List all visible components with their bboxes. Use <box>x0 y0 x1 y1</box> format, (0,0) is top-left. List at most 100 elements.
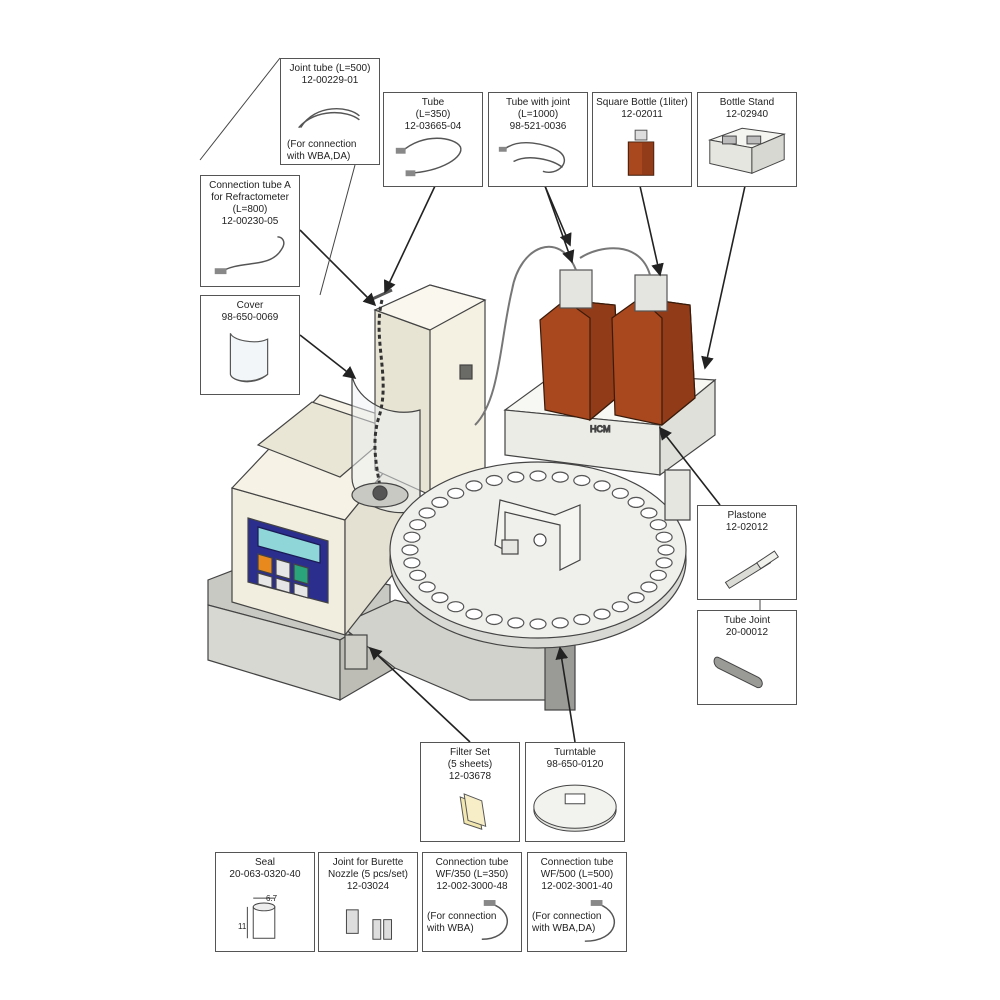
seal-icon <box>246 897 276 939</box>
part-name: Turntable <box>554 747 596 758</box>
part-code: 12-00229-01 <box>301 75 359 86</box>
connection-tube-a-icon <box>214 236 285 275</box>
part-name: Joint tube (L=500) <box>289 63 371 74</box>
sample-well <box>465 480 483 492</box>
sample-well <box>573 613 591 626</box>
part-code: 98-650-0120 <box>546 759 604 770</box>
burette-tower <box>351 284 487 514</box>
part-conn-tube-wf350: Connection tube WF/350 (L=350)12-002-300… <box>422 852 522 952</box>
part-tube-with-joint: Tube with joint (L=1000)98-521-0036 <box>488 92 588 187</box>
part-filter-set: Filter Set (5 sheets)12-03678 <box>420 742 520 842</box>
part-code: 12-03665-04 <box>404 121 462 132</box>
part-name: Bottle Stand <box>719 97 775 108</box>
sample-well <box>551 617 569 629</box>
stand-pillar <box>664 469 691 521</box>
sample-well <box>418 507 436 519</box>
part-connection-tube-a: Connection tube A for Refractometer (L=8… <box>200 175 300 287</box>
part-code: 12-002-3000-48 <box>436 881 508 892</box>
part-joint-burette: Joint for Burette Nozzle (5 pcs/set)12-0… <box>318 852 418 952</box>
sample-well <box>593 608 611 620</box>
part-name: Square Bottle (1liter) <box>596 97 688 108</box>
plastone-icon <box>724 550 780 589</box>
connection-tube-icon <box>481 900 508 940</box>
part-name: Connection tube A for Refractometer (L=8… <box>209 180 291 215</box>
part-name: Plastone <box>727 510 767 521</box>
joint-tube-icon <box>298 107 360 129</box>
part-code: 12-02011 <box>621 109 663 120</box>
reagent-bottles <box>474 245 696 427</box>
sample-well <box>409 519 427 531</box>
sample-well <box>657 544 675 556</box>
part-code: 12-00230-05 <box>221 216 279 227</box>
sample-well <box>507 471 525 483</box>
part-name: Tube (L=350) <box>415 97 451 120</box>
connection-tube-icon <box>584 900 616 942</box>
part-name: Filter Set (5 sheets) <box>447 747 493 770</box>
lcd-screen <box>257 526 321 564</box>
sample-well <box>649 519 667 531</box>
sample-well <box>447 601 465 613</box>
bottle-icon <box>627 129 655 176</box>
tube-with-joint-icon <box>498 142 566 174</box>
side-connector <box>344 634 368 670</box>
sample-well <box>529 618 547 630</box>
key-orange <box>257 553 273 575</box>
part-note: (For connection with WBA) <box>427 911 497 934</box>
sample-well <box>627 496 645 508</box>
joint-burette-icon <box>345 909 393 940</box>
bottle-stand-icon <box>707 127 787 175</box>
filter-icon <box>459 793 487 830</box>
part-name: Seal <box>254 857 275 868</box>
sample-well <box>409 569 427 581</box>
tube-joint-icon <box>713 656 763 689</box>
part-square-bottle: Square Bottle (1liter)12-02011 <box>592 92 692 187</box>
part-code: 12-02940 <box>725 109 769 120</box>
part-code: 12-002-3001-40 <box>541 881 613 892</box>
sample-well <box>403 557 421 569</box>
sample-well <box>485 474 503 487</box>
cover-icon <box>229 332 269 383</box>
sample-well <box>431 591 449 604</box>
sample-well <box>485 613 503 626</box>
sample-well <box>465 608 483 620</box>
part-name: Tube Joint <box>723 615 771 626</box>
part-code: 98-521-0036 <box>509 121 567 132</box>
sample-well <box>627 591 645 604</box>
part-name: Connection tube WF/500 (L=500) <box>540 857 614 880</box>
sample-well <box>431 496 449 508</box>
svg-text:HCM: HCM <box>590 424 611 434</box>
seal-height-label: 11 <box>238 922 247 931</box>
sample-well <box>611 601 629 613</box>
sample-well <box>507 617 525 629</box>
part-code: 12-03678 <box>448 771 492 782</box>
sample-well <box>401 544 419 556</box>
sample-well <box>573 474 591 487</box>
sample-well <box>593 480 611 492</box>
sample-well <box>418 581 436 593</box>
sample-well <box>611 487 629 499</box>
part-code: 98-650-0069 <box>221 312 279 323</box>
part-code: 12-02012 <box>725 522 769 533</box>
key-green <box>293 563 309 585</box>
sample-well <box>551 471 569 483</box>
sample-well <box>640 581 658 593</box>
part-code: 20-00012 <box>725 627 769 638</box>
part-name: Tube with joint (L=1000) <box>505 97 571 120</box>
part-code: 12-03024 <box>346 881 390 892</box>
part-note: (For connection with WBA,DA) <box>532 911 602 934</box>
sample-well <box>529 470 547 482</box>
part-tube-350: Tube (L=350)12-03665-04 <box>383 92 483 187</box>
part-conn-tube-wf500: Connection tube WF/500 (L=500)12-002-300… <box>527 852 627 952</box>
turntable-icon <box>533 784 617 832</box>
sample-well <box>447 487 465 499</box>
part-code: 20-063-0320-40 <box>229 869 301 880</box>
seal-width-label: 6.7 <box>266 894 278 903</box>
part-name: Connection tube WF/350 (L=350) <box>435 857 509 880</box>
